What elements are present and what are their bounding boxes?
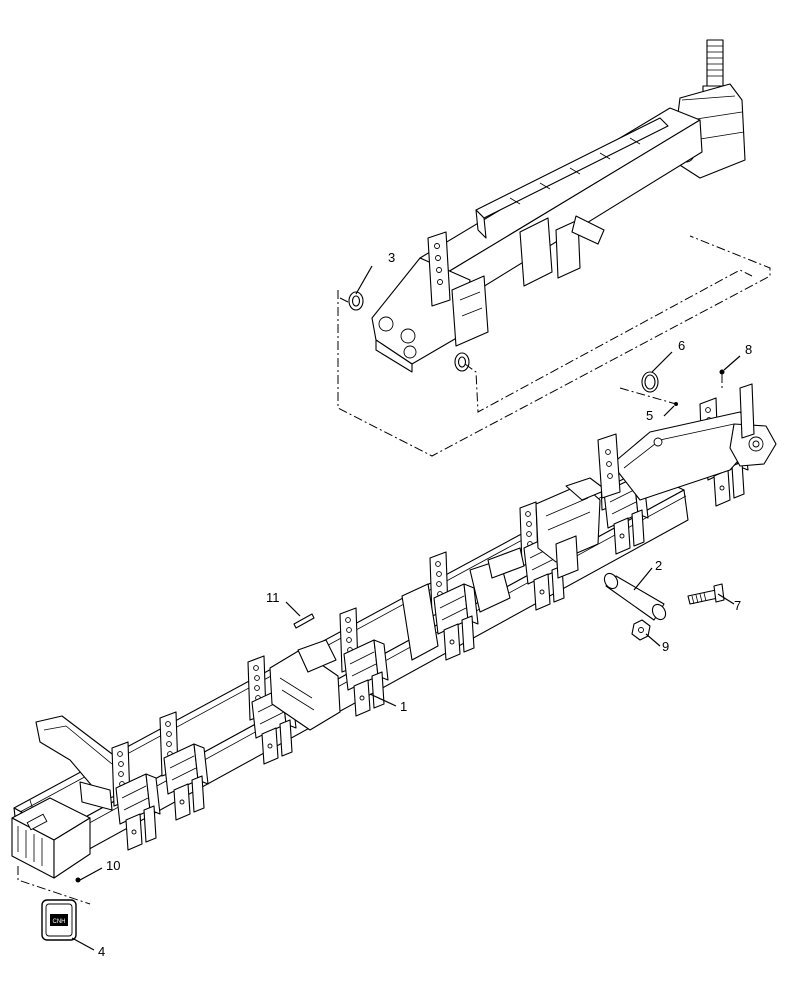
leader-lines: [71, 265, 741, 951]
right-pivot-assembly: [597, 383, 777, 501]
end-cage-bracket: [11, 797, 91, 879]
lower-dashed-outline: [17, 866, 91, 905]
callout-2: 2: [655, 558, 662, 573]
callout-7: 7: [734, 598, 741, 613]
callout-labels: 1 2 3 4 5 6 7 8 9 10 11: [98, 250, 752, 959]
callout-5: 5: [646, 408, 653, 423]
grease-fitting: [719, 369, 725, 375]
snap-ring: [641, 371, 659, 393]
decal-text: CNH: [53, 919, 66, 925]
decal: CNH: [41, 899, 77, 941]
callout-4: 4: [98, 944, 105, 959]
hinge-plate-left: [269, 639, 341, 731]
hinge-pin: [603, 572, 667, 621]
alignment-dashed-outline: [337, 235, 771, 457]
callout-10: 10: [106, 858, 120, 873]
callout-8: 8: [745, 342, 752, 357]
callout-11: 11: [266, 590, 280, 605]
small-pin: [674, 402, 678, 406]
upper-frame-assembly: [371, 39, 746, 373]
washer-top: [348, 291, 364, 311]
hinge-plate-mid: [401, 547, 525, 661]
washer-bottom: [454, 352, 470, 372]
roll-pin: [293, 613, 315, 629]
bolt: [687, 583, 725, 605]
grease-fitting-lower: [75, 877, 81, 883]
callout-1: 1: [400, 699, 407, 714]
callout-9: 9: [662, 639, 669, 654]
callout-3: 3: [388, 250, 395, 265]
lock-nut: [631, 619, 651, 641]
hinge-plate-right: [535, 477, 607, 579]
callout-6: 6: [678, 338, 685, 353]
